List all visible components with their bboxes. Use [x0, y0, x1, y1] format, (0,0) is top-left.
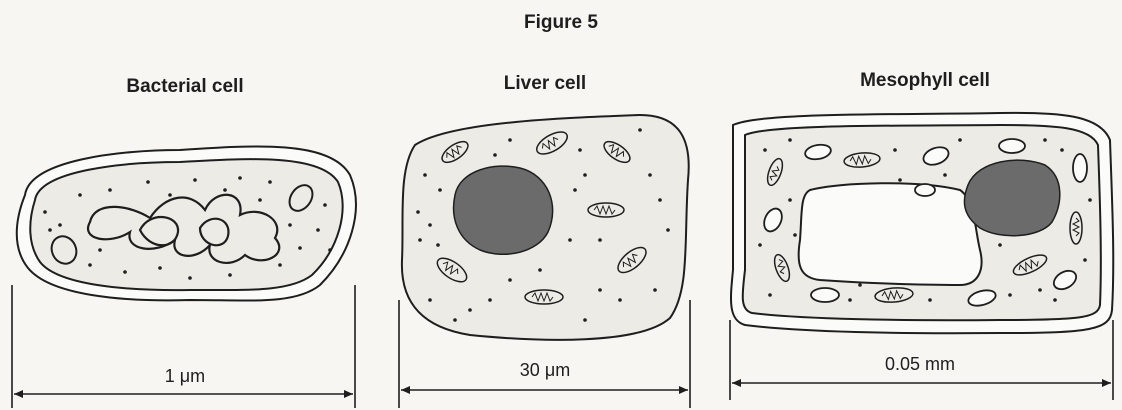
liver-cell	[402, 115, 689, 340]
mesophyll-vacuole	[799, 183, 982, 285]
liver-nucleus	[454, 166, 553, 254]
bacterial-cell	[17, 146, 356, 300]
mesophyll-cell	[731, 113, 1113, 333]
mesophyll-nucleus	[964, 160, 1059, 236]
bacterial-scale-bar	[12, 285, 355, 408]
bacterial-scale-label: 1 μm	[115, 366, 255, 387]
liver-scale-label: 30 μm	[475, 360, 615, 381]
bacterial-cytoplasm	[30, 159, 342, 290]
mesophyll-scale-label: 0.05 mm	[850, 354, 990, 375]
